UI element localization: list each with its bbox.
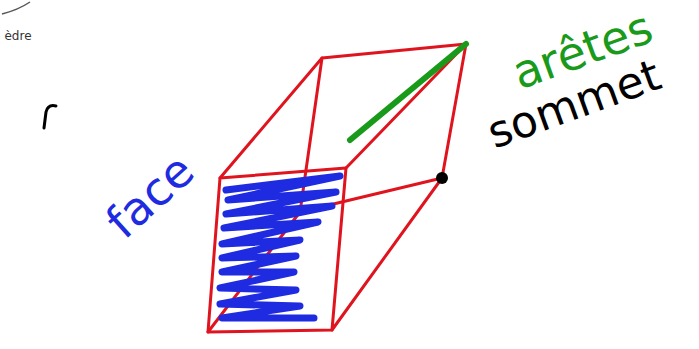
cube-edge bbox=[220, 58, 322, 178]
cropped-caption: èdre bbox=[4, 30, 31, 42]
cube-edges bbox=[208, 44, 466, 332]
stray-stroke bbox=[44, 106, 56, 128]
face-label: face bbox=[98, 146, 202, 246]
highlighted-edge bbox=[350, 44, 466, 140]
image-fragment bbox=[2, 2, 30, 14]
back-face-outline bbox=[300, 44, 466, 212]
front-face-outline bbox=[208, 168, 346, 332]
face-hatching bbox=[220, 176, 340, 318]
cube-edge bbox=[346, 44, 466, 168]
vertex-dot bbox=[436, 172, 448, 184]
cube-edge bbox=[332, 178, 442, 330]
